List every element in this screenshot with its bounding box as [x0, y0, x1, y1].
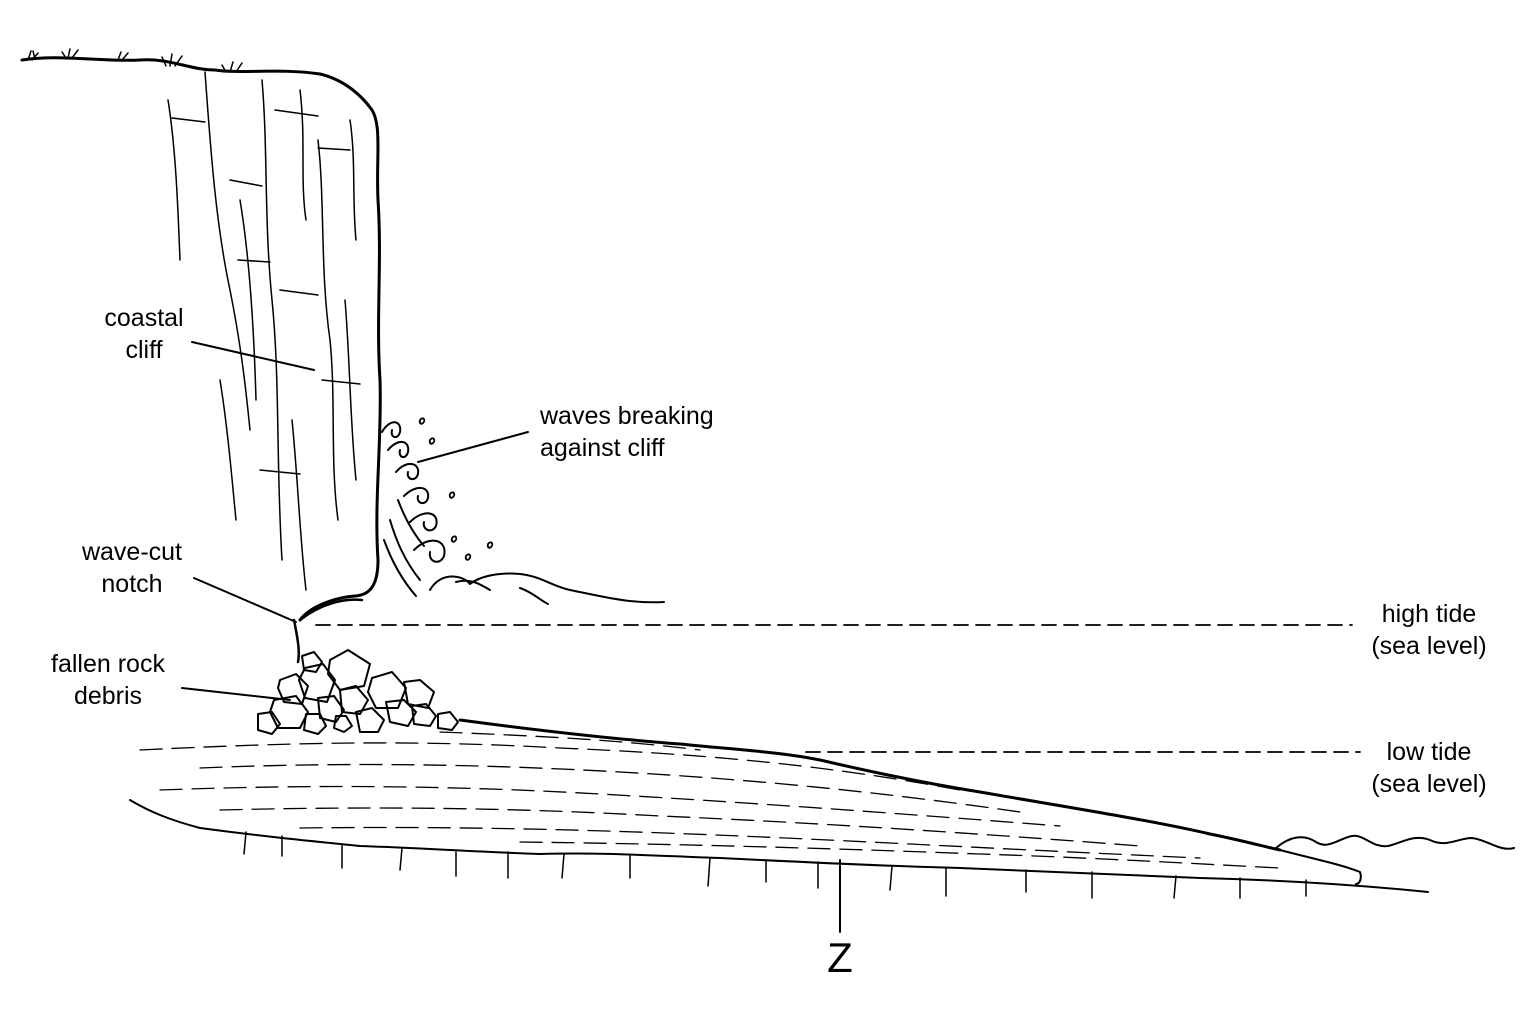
wave-cut-notch-shape	[292, 598, 364, 664]
breaking-waves	[381, 421, 665, 605]
cliff-face-cracks	[167, 71, 361, 591]
label-waves-line1: waves breaking	[540, 402, 714, 430]
label-high-tide-line2: (sea level)	[1371, 632, 1487, 660]
spray-droplets	[418, 417, 494, 561]
label-low-tide: low tide (sea level)	[1360, 736, 1498, 800]
label-platform-z: Z	[820, 936, 860, 980]
label-coastal-cliff-line1: coastal	[104, 304, 184, 332]
leader-debris	[181, 687, 291, 701]
label-waves-line2: against cliff	[540, 434, 665, 462]
label-coastal-cliff: coastal cliff	[96, 302, 192, 366]
platform-near-edge	[129, 799, 1429, 893]
label-debris-line2: debris	[73, 682, 143, 710]
platform-surface-texture	[139, 731, 1281, 869]
label-wave-cut-notch: wave-cut notch	[70, 536, 194, 600]
label-fallen-rock-debris: fallen rock debris	[38, 648, 178, 712]
label-waves-breaking: waves breaking against cliff	[540, 400, 714, 464]
label-low-tide-line1: low tide	[1386, 738, 1472, 766]
label-notch-line1: wave-cut	[81, 538, 183, 566]
label-coastal-cliff-line2: cliff	[125, 336, 163, 364]
label-debris-line1: fallen rock	[51, 650, 165, 678]
platform-edge-cracks	[243, 831, 1307, 899]
platform-side-slope	[1279, 849, 1362, 885]
wave-cut-platform-top	[458, 718, 1282, 852]
leader-coastal-cliff	[191, 341, 315, 371]
low-tide-sea-surface	[1275, 834, 1515, 850]
label-high-tide-line1: high tide	[1381, 600, 1477, 628]
label-high-tide: high tide (sea level)	[1360, 598, 1498, 662]
fallen-rock-debris	[257, 649, 459, 735]
label-z-text: Z	[827, 934, 853, 981]
label-notch-line2: notch	[101, 570, 163, 598]
label-low-tide-line2: (sea level)	[1371, 770, 1487, 798]
leader-notch	[193, 577, 297, 623]
cliff-outline	[20, 56, 382, 622]
leader-waves	[417, 431, 529, 463]
